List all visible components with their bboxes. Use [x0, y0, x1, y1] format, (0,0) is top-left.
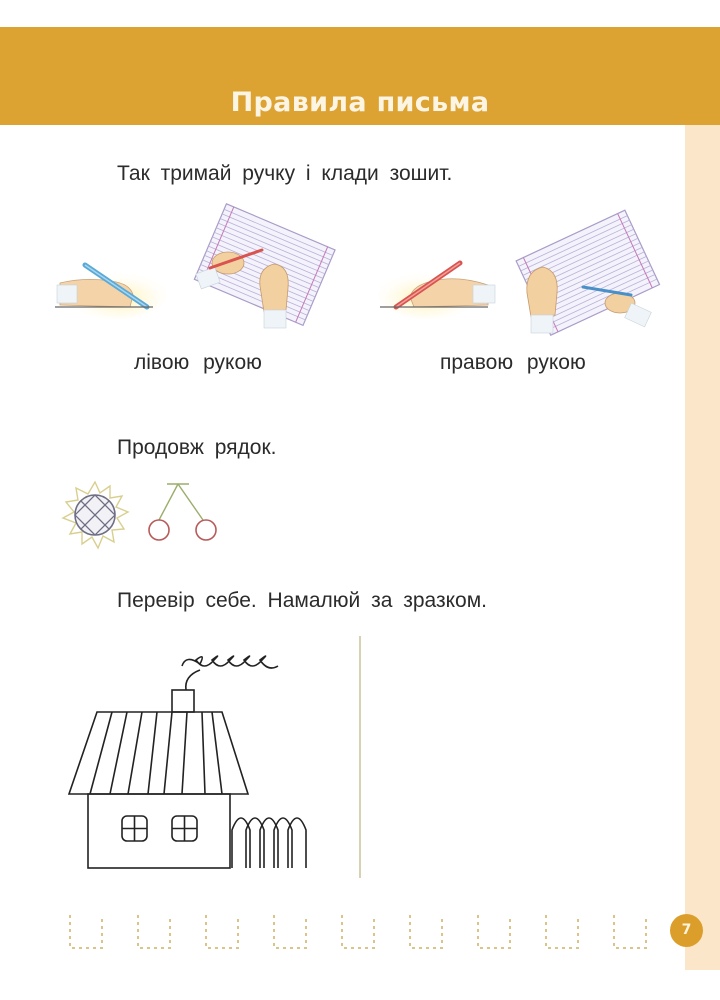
page-edge-strip	[685, 125, 720, 970]
right-hand-pen-icon	[378, 260, 496, 319]
instruction-continue-row: Продовж рядок.	[117, 436, 277, 459]
left-notebook-icon	[193, 202, 336, 329]
caption-right-hand: правою рукою	[440, 351, 586, 374]
right-notebook-icon	[515, 209, 661, 337]
header-band	[0, 27, 720, 125]
instruction-hold-pen: Так тримай ручку і клади зошит.	[117, 162, 453, 185]
left-hand-pen-icon	[55, 262, 167, 319]
page-number-badge: 7	[670, 914, 703, 947]
page-title: Правила письма	[230, 87, 490, 118]
house-sample-icon	[67, 655, 307, 869]
sunflower-pattern-icon	[61, 480, 130, 550]
caption-left-hand: лівою рукою	[134, 351, 262, 374]
drawing-area-divider	[359, 636, 361, 878]
instruction-draw-by-sample: Перевір себе. Намалюй за зразком.	[117, 589, 487, 612]
cherry-pattern-icon	[148, 483, 217, 541]
tracing-row	[69, 915, 647, 949]
